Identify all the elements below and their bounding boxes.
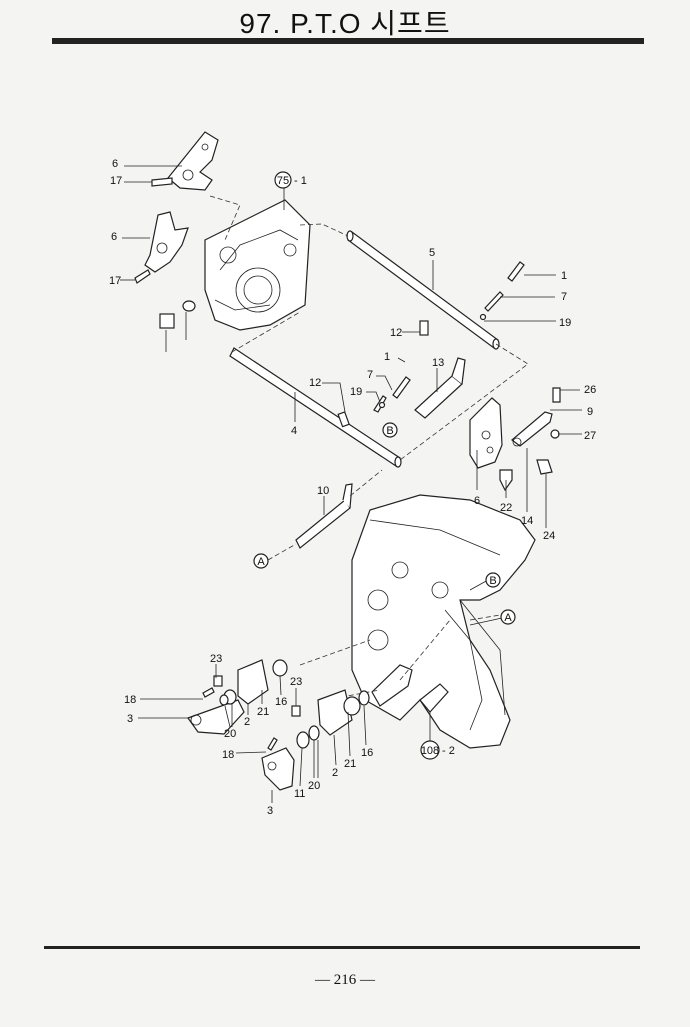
label-3: 3: [127, 713, 133, 725]
label-16: 16: [361, 747, 373, 759]
svg-text:A: A: [504, 612, 512, 624]
ref-a-left: A: [253, 553, 269, 569]
label-24: 24: [543, 530, 555, 542]
label-1: 1: [384, 351, 390, 363]
svg-text:108: 108: [421, 745, 439, 757]
shift-fork-lower: [144, 211, 189, 273]
bolt-washer: [159, 300, 196, 329]
shaft-10: [295, 483, 353, 549]
label-7: 7: [561, 291, 567, 303]
spring-pin-1: [507, 261, 525, 282]
pto-case: [204, 199, 311, 331]
label-10: 10: [317, 485, 329, 497]
svg-text:A: A: [257, 556, 265, 568]
label-20: 20: [224, 728, 236, 740]
bolt-17-upper: [151, 177, 173, 187]
label-22: 22: [500, 502, 512, 514]
bolt-17-lower: [134, 269, 151, 284]
label-12: 12: [309, 377, 321, 389]
label-21: 21: [257, 706, 269, 718]
label-27: 27: [584, 430, 596, 442]
svg-text:75: 75: [277, 175, 289, 187]
label-6: 6: [111, 231, 117, 243]
callout-108-2: 108 - 2: [420, 740, 455, 760]
shift-rod-5: [346, 230, 500, 350]
label-11: 11: [294, 788, 305, 800]
label-23: 23: [290, 676, 302, 688]
spring-pin-7: [484, 291, 504, 312]
label-13: 13: [432, 357, 444, 369]
svg-text:- 1: - 1: [294, 175, 307, 187]
label-16: 16: [275, 696, 287, 708]
label-2: 2: [332, 767, 338, 779]
label-9: 9: [587, 406, 593, 418]
label-18: 18: [222, 749, 234, 761]
leader-lines: [120, 165, 582, 803]
label-6: 6: [474, 495, 480, 507]
ref-b-upper: B: [382, 422, 398, 438]
label-21: 21: [344, 758, 356, 770]
label-6: 6: [112, 158, 118, 170]
ref-a-case: A: [500, 609, 516, 625]
arm-block-2: [237, 659, 269, 705]
lever-108-2: [371, 664, 449, 713]
callout-75-1: 75 - 1: [274, 171, 307, 189]
label-5: 5: [429, 247, 435, 259]
title-rule: [52, 38, 644, 44]
shift-fork-upper: [167, 131, 219, 191]
shift-arm-13: [414, 357, 466, 419]
ref-b-case: B: [485, 572, 501, 588]
label-23: 23: [210, 653, 222, 665]
arm-block-2-lower: [317, 689, 353, 736]
label-12: 12: [390, 327, 402, 339]
label-26: 26: [584, 384, 596, 396]
bottom-rule: [44, 946, 640, 949]
label-19: 19: [350, 386, 362, 398]
svg-text:B: B: [386, 425, 393, 437]
label-1: 1: [561, 270, 567, 282]
lever-3-lower: [261, 747, 295, 791]
link-arm-9: [511, 411, 553, 447]
bracket-6: [469, 397, 503, 469]
label-20: 20: [308, 780, 320, 792]
label-7: 7: [367, 369, 373, 381]
label-19: 19: [559, 317, 571, 329]
label-14: 14: [521, 515, 533, 527]
shift-rod-4: [229, 347, 402, 468]
part-number-labels: 6 17 6 17 5 1 7 19 12 1 13 7 12 19 4 26 …: [109, 158, 596, 817]
label-17: 17: [109, 275, 121, 287]
svg-text:- 2: - 2: [442, 745, 455, 757]
label-18: 18: [124, 694, 136, 706]
label-2: 2: [244, 716, 250, 728]
page-title: 97. P.T.O 시프트: [239, 8, 451, 39]
label-4: 4: [291, 425, 297, 437]
label-3: 3: [267, 805, 273, 817]
svg-text:B: B: [489, 575, 496, 587]
label-17: 17: [110, 175, 122, 187]
page-number: — 216 —: [315, 972, 375, 988]
